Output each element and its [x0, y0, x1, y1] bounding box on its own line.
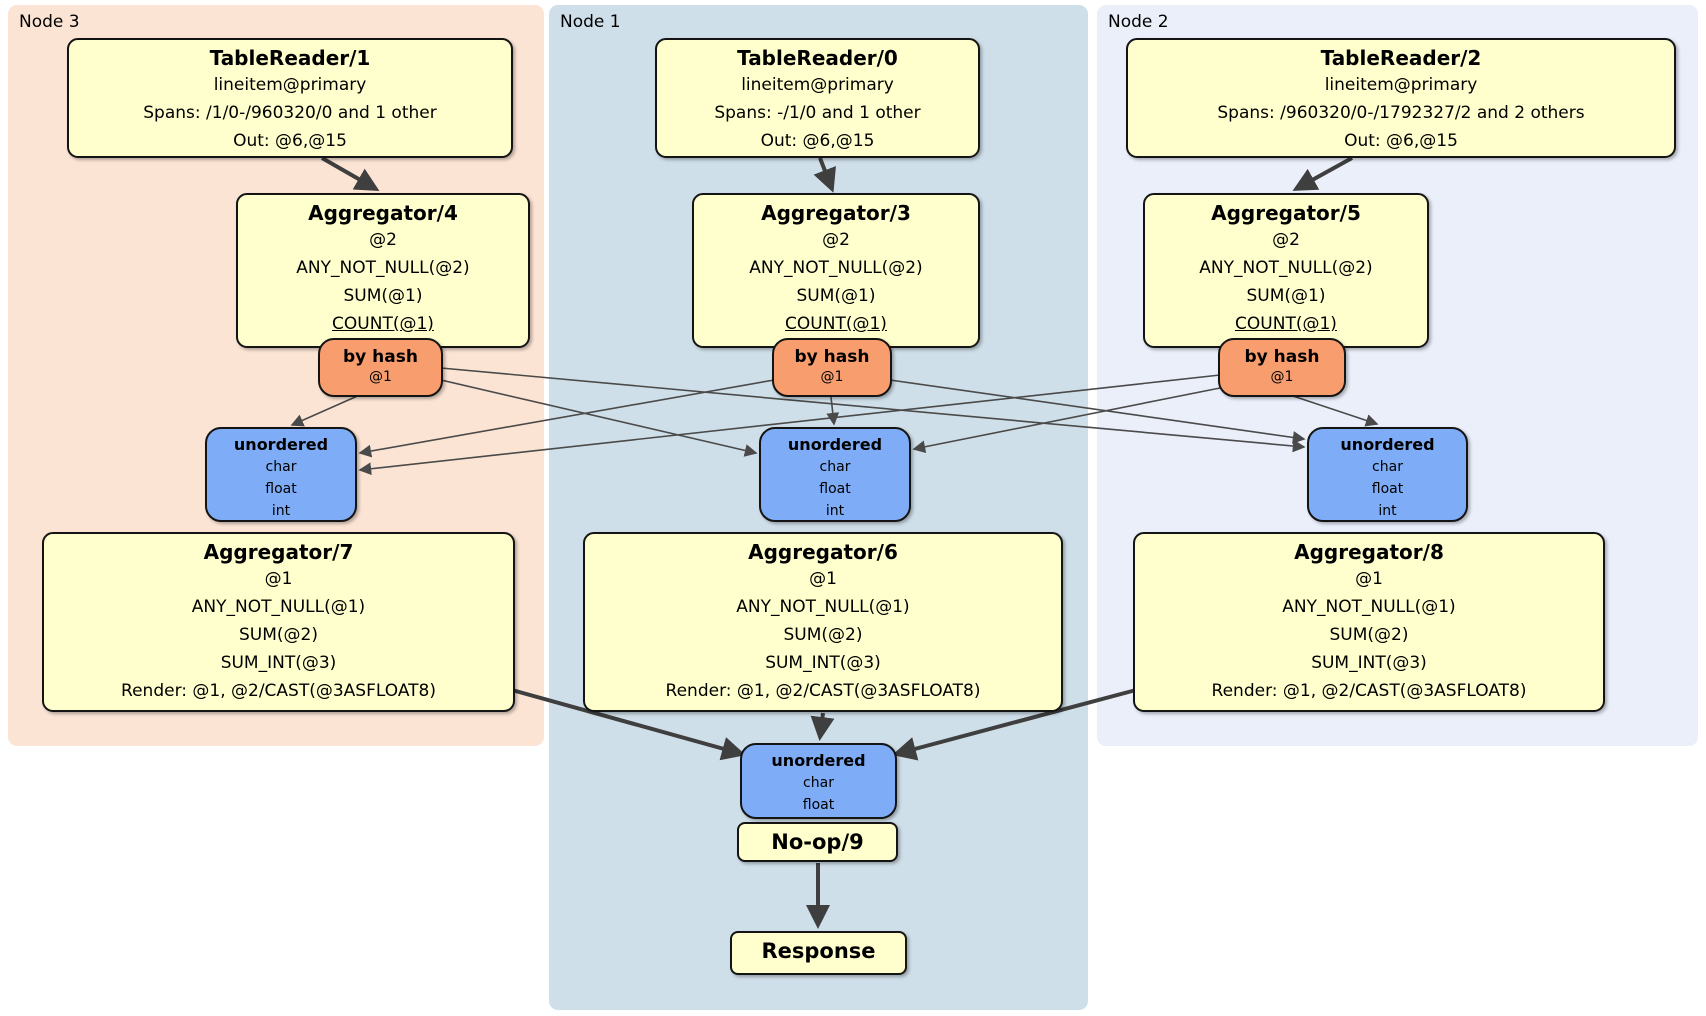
- hash-router-node2: by hash @1: [1218, 338, 1346, 397]
- node-title: Aggregator/6: [748, 540, 898, 564]
- node-line: Out: @6,@15: [1344, 131, 1458, 151]
- node-line: Spans: /1/0-/960320/0 and 1 other: [143, 103, 437, 123]
- noop-9-node: No-op/9: [737, 822, 898, 862]
- sync-line: float: [265, 481, 297, 497]
- sync-line: char: [265, 459, 297, 475]
- node-title: Aggregator/4: [308, 201, 458, 225]
- sync-title: unordered: [233, 435, 329, 454]
- node-title: TableReader/2: [1320, 46, 1482, 70]
- node-line: Spans: -/1/0 and 1 other: [714, 103, 921, 123]
- aggregator-6-node: Aggregator/6 @1 ANY_NOT_NULL(@1) SUM(@2)…: [583, 532, 1063, 712]
- sync-line: int: [825, 503, 845, 519]
- node-line: SUM_INT(@3): [220, 653, 337, 673]
- tablereader-1-node: TableReader/1 lineitem@primary Spans: /1…: [67, 38, 513, 158]
- router-title: by hash: [1244, 347, 1320, 367]
- node-line: @2: [369, 230, 397, 250]
- node-line: SUM_INT(@3): [1311, 653, 1427, 673]
- node-line: Render: @1, @2/CAST(@3ASFLOAT8): [665, 681, 981, 701]
- node-line: SUM(@2): [783, 625, 863, 645]
- router-title: by hash: [794, 347, 870, 367]
- node-line: ANY_NOT_NULL(@1): [736, 597, 910, 617]
- router-line: @1: [1270, 369, 1294, 385]
- node-line: @2: [1272, 230, 1300, 250]
- node-line: SUM(@1): [343, 286, 423, 306]
- node-line: @2: [822, 230, 850, 250]
- sync-title: unordered: [771, 751, 866, 770]
- sync-line: int: [1378, 503, 1397, 519]
- processor-flow-edges: [321, 156, 1353, 929]
- sync-line: char: [1372, 459, 1403, 475]
- node-line: Spans: /960320/0-/1792327/2 and 2 others: [1217, 103, 1585, 123]
- hash-router-node3: by hash @1: [318, 338, 443, 397]
- hash-to-sync-edges: [290, 367, 1379, 476]
- node-line: ANY_NOT_NULL(@1): [191, 597, 366, 617]
- node-title: Response: [761, 939, 876, 963]
- node-line: SUM(@1): [1246, 286, 1326, 306]
- sync-line: char: [803, 775, 834, 791]
- region-node1-label: Node 1: [560, 12, 621, 32]
- node-line: ANY_NOT_NULL(@2): [749, 258, 923, 278]
- sync-line: float: [802, 797, 835, 813]
- node-line: Out: @6,@15: [760, 131, 875, 151]
- node-line: Render: @1, @2/CAST(@3ASFLOAT8): [121, 681, 436, 701]
- node-line: lineitem@primary: [741, 75, 894, 95]
- node-title: Aggregator/3: [761, 201, 911, 225]
- node-title: TableReader/1: [209, 46, 371, 70]
- node-line: Out: @6,@15: [233, 131, 347, 151]
- sync-line: float: [1371, 481, 1404, 497]
- node-line: @1: [264, 569, 293, 589]
- unordered-sync-node2: unordered char float int: [1307, 427, 1468, 522]
- aggregator-7-node: Aggregator/7 @1 ANY_NOT_NULL(@1) SUM(@2)…: [42, 532, 515, 712]
- node-line: SUM(@2): [1329, 625, 1409, 645]
- node-line: lineitem@primary: [213, 75, 367, 95]
- node-line: SUM(@2): [239, 625, 318, 645]
- node-line: ANY_NOT_NULL(@2): [296, 258, 470, 278]
- node-title: Aggregator/7: [203, 540, 354, 564]
- node-line: lineitem@primary: [1324, 75, 1478, 95]
- unordered-sync-node1: unordered char float int: [759, 427, 911, 522]
- node-title: No-op/9: [771, 830, 864, 854]
- sync-title: unordered: [787, 435, 883, 454]
- sync-title: unordered: [1340, 435, 1435, 454]
- router-line: @1: [369, 369, 392, 385]
- unordered-sync-final: unordered char float: [740, 743, 897, 819]
- sync-line: float: [819, 481, 851, 497]
- node-title: Aggregator/5: [1211, 201, 1361, 225]
- response-node: Response: [730, 931, 907, 975]
- sync-line: int: [271, 503, 291, 519]
- hash-router-node1: by hash @1: [772, 338, 892, 397]
- node-line: Render: @1, @2/CAST(@3ASFLOAT8): [1211, 681, 1527, 701]
- node-line: @1: [1355, 569, 1383, 589]
- region-node2-label: Node 2: [1108, 12, 1169, 32]
- aggregator-8-node: Aggregator/8 @1 ANY_NOT_NULL(@1) SUM(@2)…: [1133, 532, 1605, 712]
- node-line: @1: [809, 569, 837, 589]
- aggregator-5-node: Aggregator/5 @2 ANY_NOT_NULL(@2) SUM(@1)…: [1143, 193, 1429, 348]
- node-title: Aggregator/8: [1294, 540, 1444, 564]
- region-node3-label: Node 3: [19, 12, 80, 32]
- node-line: COUNT(@1): [332, 314, 434, 334]
- router-title: by hash: [343, 347, 418, 367]
- node-line: COUNT(@1): [785, 314, 887, 334]
- router-line: @1: [820, 369, 844, 385]
- node-line: ANY_NOT_NULL(@2): [1199, 258, 1373, 278]
- sync-line: char: [819, 459, 851, 475]
- aggregator-4-node: Aggregator/4 @2 ANY_NOT_NULL(@2) SUM(@1)…: [236, 193, 530, 348]
- node-line: SUM(@1): [796, 286, 876, 306]
- tablereader-2-node: TableReader/2 lineitem@primary Spans: /9…: [1126, 38, 1676, 158]
- node-line: SUM_INT(@3): [765, 653, 881, 673]
- node-line: COUNT(@1): [1235, 314, 1337, 334]
- tablereader-0-node: TableReader/0 lineitem@primary Spans: -/…: [655, 38, 980, 158]
- unordered-sync-node3: unordered char float int: [205, 427, 357, 522]
- aggregator-3-node: Aggregator/3 @2 ANY_NOT_NULL(@2) SUM(@1)…: [692, 193, 980, 348]
- node-line: ANY_NOT_NULL(@1): [1282, 597, 1456, 617]
- node-title: TableReader/0: [737, 46, 898, 70]
